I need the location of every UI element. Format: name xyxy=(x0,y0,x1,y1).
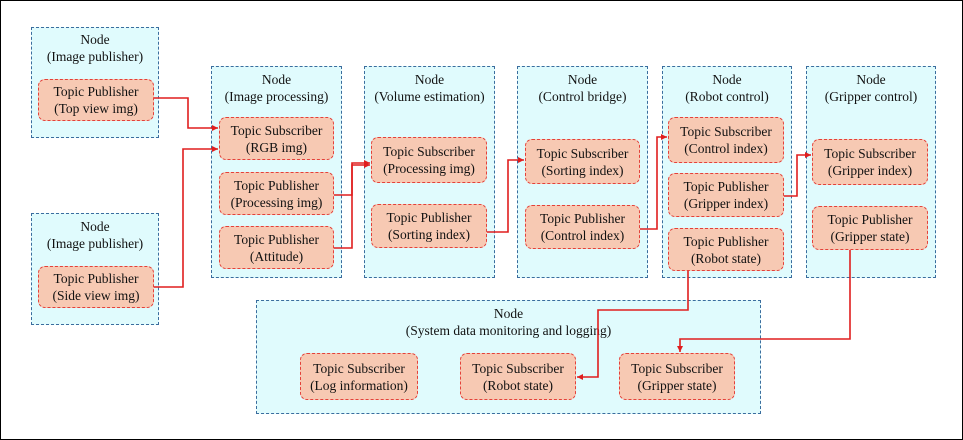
topic-subscriber-processing-img[interactable]: Topic Subscriber (Processing img) xyxy=(371,137,487,183)
topic-publisher-robot-state[interactable]: Topic Publisher (Robot state) xyxy=(668,228,784,271)
topic-type: Topic Publisher xyxy=(234,177,319,193)
node-label: Node xyxy=(261,72,292,87)
topic-name: (Control index) xyxy=(540,228,625,243)
topic-subscriber-gripper-state[interactable]: Topic Subscriber (Gripper state) xyxy=(619,353,735,400)
topic-type: Topic Publisher xyxy=(386,210,472,225)
topic-name: (Control index) xyxy=(684,141,768,156)
topic-type: Topic Subscriber xyxy=(631,360,723,376)
topic-type: Topic Publisher xyxy=(827,212,913,227)
topic-name: (Gripper index) xyxy=(827,163,913,178)
topic-publisher-processing-img[interactable]: Topic Publisher (Processing img) xyxy=(219,172,334,215)
topic-name: (Gripper state) xyxy=(637,377,717,393)
node-title: Node (Robot control) xyxy=(663,71,791,105)
topic-name: (Processing img) xyxy=(383,161,475,176)
topic-publisher-sorting-index[interactable]: Topic Publisher (Sorting index) xyxy=(371,204,487,248)
node-subtitle: (Robot control) xyxy=(685,89,769,104)
topic-name: (RGB img) xyxy=(245,139,308,155)
topic-publisher-control-index[interactable]: Topic Publisher (Control index) xyxy=(525,205,640,249)
topic-type: Topic Publisher xyxy=(683,179,769,194)
topic-type: Topic Subscriber xyxy=(824,146,916,161)
node-subtitle: (Image publisher) xyxy=(46,49,144,64)
node-subtitle: (System data monitoring and logging) xyxy=(405,323,612,338)
topic-type: Topic Publisher xyxy=(53,84,139,99)
topic-type: Topic Publisher xyxy=(540,211,625,226)
node-label: Node xyxy=(80,32,110,47)
node-title: Node (System data monitoring and logging… xyxy=(257,305,760,339)
topic-type: Topic Subscriber xyxy=(472,360,564,376)
topic-type: Topic Publisher xyxy=(234,231,319,247)
topic-subscriber-rgb-img[interactable]: Topic Subscriber (RGB img) xyxy=(219,117,334,160)
topic-subscriber-sorting-index[interactable]: Topic Subscriber (Sorting index) xyxy=(525,139,640,184)
topic-name: (Sorting index) xyxy=(541,162,624,178)
topic-type: Topic Publisher xyxy=(683,233,769,249)
topic-name: (Sorting index) xyxy=(387,227,471,242)
node-label: Node xyxy=(493,306,524,321)
topic-name: (Log information) xyxy=(310,377,408,393)
topic-type: Topic Subscriber xyxy=(230,122,323,138)
node-subtitle: (Volume estimation) xyxy=(374,89,485,104)
topic-name: (Robot state) xyxy=(482,377,554,393)
node-label: Node xyxy=(712,72,742,87)
node-subtitle: (Control bridge) xyxy=(538,89,627,104)
topic-type: Topic Subscriber xyxy=(383,144,475,159)
node-subtitle: (Image publisher) xyxy=(46,236,144,251)
node-subtitle: (Gripper control) xyxy=(824,89,918,104)
topic-name: (Gripper state) xyxy=(830,229,910,244)
topic-subscriber-gripper-index[interactable]: Topic Subscriber (Gripper index) xyxy=(812,139,928,185)
topic-name: (Side view img) xyxy=(52,288,140,303)
topic-name: (Gripper index) xyxy=(683,196,769,211)
node-title: Node (Image processing) xyxy=(212,71,341,105)
node-label: Node xyxy=(567,72,598,87)
topic-publisher-gripper-state[interactable]: Topic Publisher (Gripper state) xyxy=(812,206,928,250)
node-title: Node (Volume estimation) xyxy=(365,71,494,105)
topic-type: Topic Subscriber xyxy=(536,145,629,161)
topic-subscriber-robot-state[interactable]: Topic Subscriber (Robot state) xyxy=(460,353,576,400)
node-label: Node xyxy=(80,219,110,234)
topic-type: Topic Subscriber xyxy=(313,360,405,376)
topic-name: (Top view img) xyxy=(54,101,138,116)
topic-publisher-attitude[interactable]: Topic Publisher (Attitude) xyxy=(219,226,334,269)
node-label: Node xyxy=(856,72,886,87)
topic-name: (Attitude) xyxy=(249,248,304,264)
topic-subscriber-log-information[interactable]: Topic Subscriber (Log information) xyxy=(300,353,418,400)
topic-type: Topic Publisher xyxy=(53,271,139,286)
topic-subscriber-control-index[interactable]: Topic Subscriber (Control index) xyxy=(668,117,784,163)
topic-name: (Processing img) xyxy=(230,194,323,210)
node-subtitle: (Image processing) xyxy=(224,89,329,104)
node-title: Node (Gripper control) xyxy=(807,71,935,105)
topic-type: Topic Subscriber xyxy=(680,124,772,139)
topic-publisher-gripper-index[interactable]: Topic Publisher (Gripper index) xyxy=(668,173,784,217)
topic-publisher-top-view-img[interactable]: Topic Publisher (Top view img) xyxy=(38,79,154,121)
node-label: Node xyxy=(414,72,445,87)
topic-publisher-side-view-img[interactable]: Topic Publisher (Side view img) xyxy=(38,266,154,308)
topic-name: (Robot state) xyxy=(690,250,762,266)
node-title: Node (Image publisher) xyxy=(32,218,158,252)
node-title: Node (Image publisher) xyxy=(32,31,158,65)
node-title: Node (Control bridge) xyxy=(518,71,647,105)
